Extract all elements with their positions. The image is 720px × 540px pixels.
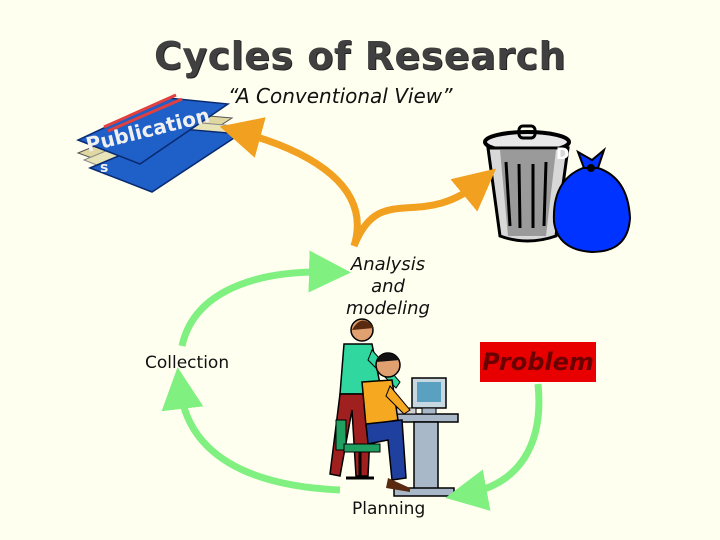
arrow-problem-to-planning bbox=[445, 383, 543, 511]
analysis-label: Analysis and modeling bbox=[330, 254, 446, 320]
collection-label: Collection bbox=[145, 353, 230, 373]
trash-bag-icon bbox=[552, 146, 632, 254]
trash-letter: D bbox=[556, 144, 570, 163]
arrow-collection-to-analysis bbox=[178, 250, 351, 347]
publications-book-icon: Publication s bbox=[76, 93, 243, 193]
analysis-label-line-2: and bbox=[371, 276, 405, 297]
people-at-computer-icon bbox=[329, 318, 459, 497]
book-title-suffix: s bbox=[100, 160, 108, 176]
analysis-label-line-3: modeling bbox=[346, 298, 430, 319]
arrow-to-publications bbox=[219, 117, 361, 248]
page-subtitle: “A Conventional View” bbox=[228, 84, 453, 108]
arrow-to-trash bbox=[350, 168, 497, 248]
planning-label: Planning bbox=[352, 499, 426, 519]
page-title: Cycles of Research bbox=[153, 34, 567, 78]
trash-can-icon bbox=[483, 124, 571, 243]
arrow-planning-to-collection bbox=[161, 367, 341, 494]
problem-label: Problem bbox=[480, 342, 596, 382]
analysis-label-line-1: Analysis bbox=[350, 254, 426, 275]
